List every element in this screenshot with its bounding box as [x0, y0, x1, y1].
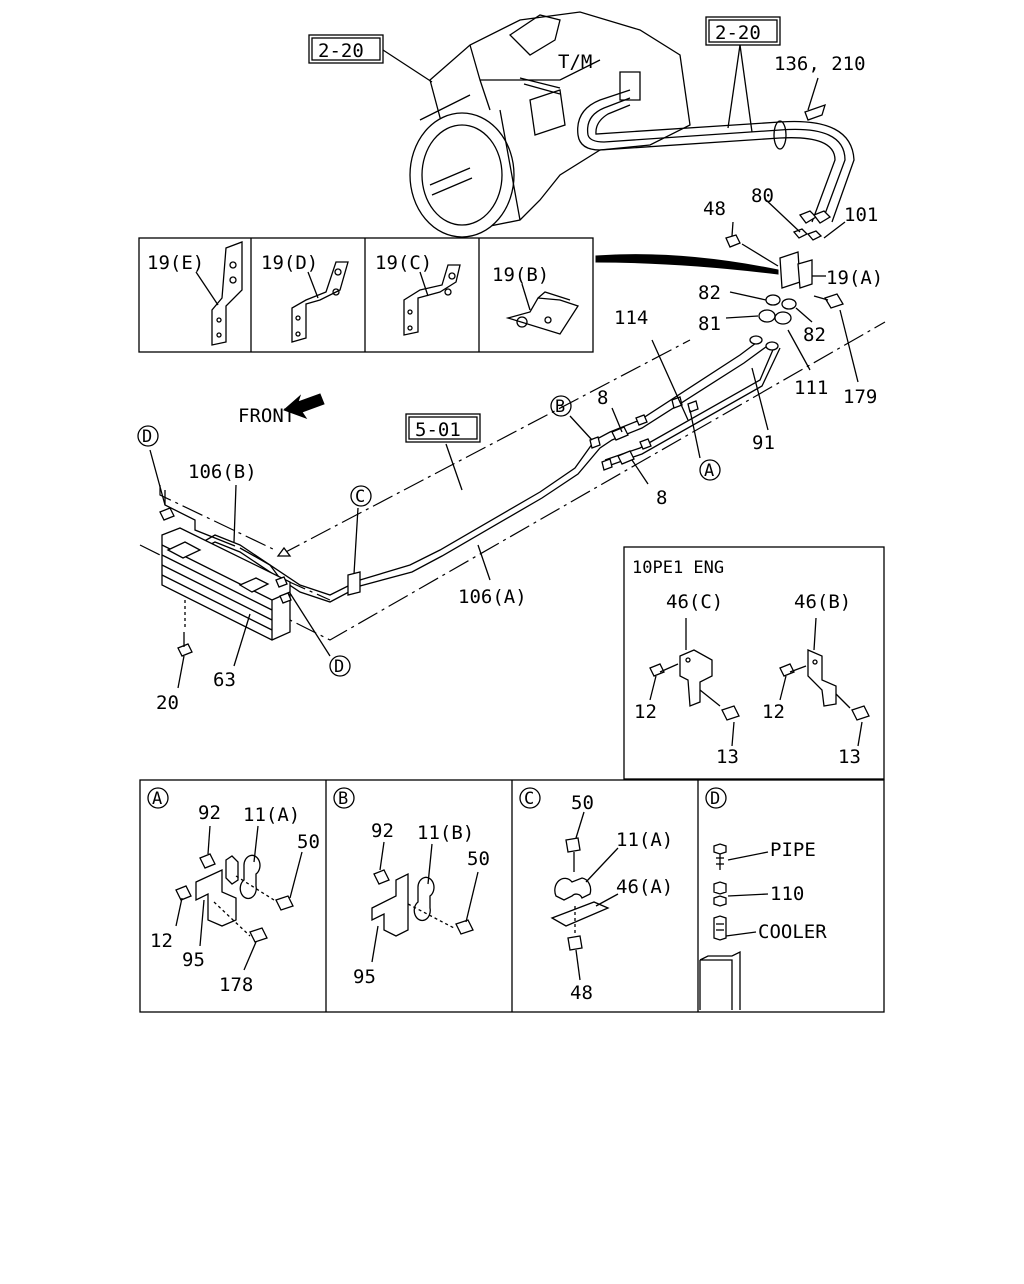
- part-101-label: 101: [844, 204, 878, 226]
- detail-c-46a-label: 46(A): [616, 876, 673, 898]
- part-81-label: 81: [698, 313, 721, 335]
- detail-c: [519, 787, 619, 981]
- detail-a-95-label: 95: [182, 949, 205, 971]
- part-114-label: 114: [614, 307, 648, 329]
- detail-b-tag: B: [338, 789, 348, 809]
- detail-a-92-label: 92: [198, 802, 221, 824]
- callout-d-bottom: D: [329, 655, 351, 677]
- detail-c-50-label: 50: [571, 792, 594, 814]
- callout-b: B: [550, 395, 572, 417]
- callout-a-label: A: [704, 461, 714, 481]
- part-82-right-label: 82: [803, 324, 826, 346]
- callout-c-label: C: [355, 487, 365, 507]
- part-136-210-label: 136, 210: [774, 53, 866, 75]
- part-20-label: 20: [156, 692, 179, 714]
- part-106b-label: 106(B): [188, 461, 257, 483]
- part-91-label: 91: [752, 432, 775, 454]
- bracket-pointer-arrow: [595, 254, 779, 275]
- part-63-label: 63: [213, 669, 236, 691]
- bracket-19e-label: 19(E): [147, 252, 204, 274]
- detail-d-tag: D: [710, 789, 720, 809]
- callout-b-label: B: [555, 397, 565, 417]
- detail-b: [333, 787, 479, 963]
- front-direction-arrow: [283, 393, 325, 419]
- detail-b-50-label: 50: [467, 848, 490, 870]
- tm-hoses: [577, 77, 855, 223]
- ref-2-20-right-label: 2-20: [715, 22, 761, 44]
- detail-d-pipe-label: PIPE: [770, 839, 816, 861]
- detail-b-95-label: 95: [353, 966, 376, 988]
- cooler-pipes: [149, 335, 781, 657]
- part-80-label: 80: [751, 185, 774, 207]
- callout-d-bottom-label: D: [334, 657, 344, 677]
- transmission-illustration: [409, 11, 691, 238]
- part-12-left-label: 12: [634, 701, 657, 723]
- bracket-19c-label: 19(C): [375, 252, 432, 274]
- engine-variant-box: [623, 546, 885, 780]
- ref-box-2-20-left: 2-20: [308, 34, 433, 83]
- callout-d-top: D: [137, 425, 159, 447]
- detail-b-92-label: 92: [371, 820, 394, 842]
- part-106a-label: 106(A): [458, 586, 527, 608]
- detail-d: [699, 787, 769, 1010]
- part-12-right-label: 12: [762, 701, 785, 723]
- detail-a-178-label: 178: [219, 974, 253, 996]
- part-46b-label: 46(B): [794, 591, 851, 613]
- bracket-19b-label: 19(B): [492, 264, 549, 286]
- ref-box-2-20-right: 2-20: [705, 16, 781, 133]
- part-13-left-label: 13: [716, 746, 739, 768]
- detail-b-11b-label: 11(B): [417, 822, 474, 844]
- detail-a-tag: A: [152, 789, 162, 809]
- part-19a-label: 19(A): [826, 267, 883, 289]
- detail-a: [147, 787, 303, 971]
- detail-a-11a-label: 11(A): [243, 804, 300, 826]
- detail-d-cooler-label: COOLER: [758, 921, 827, 943]
- detail-c-48-label: 48: [570, 982, 593, 1004]
- oil-cooler: [159, 507, 292, 689]
- front-label: FRONT: [238, 405, 295, 427]
- ref-2-20-left-label: 2-20: [318, 40, 364, 62]
- connector-cluster: [725, 198, 859, 383]
- callout-a: A: [699, 459, 721, 481]
- part-8-bottom-label: 8: [656, 487, 667, 509]
- part-179-label: 179: [843, 386, 877, 408]
- part-48-label: 48: [703, 198, 726, 220]
- detail-panels: [139, 779, 885, 1013]
- detail-d-110-label: 110: [770, 883, 804, 905]
- detail-a-12-label: 12: [150, 930, 173, 952]
- part-46c-label: 46(C): [666, 591, 723, 613]
- detail-c-11a-label: 11(A): [616, 829, 673, 851]
- callout-d-top-label: D: [142, 427, 152, 447]
- engine-box-title: 10PE1 ENG: [632, 558, 724, 578]
- part-13-right-label: 13: [838, 746, 861, 768]
- part-111-label: 111: [794, 377, 828, 399]
- bracket-19d-label: 19(D): [261, 252, 318, 274]
- part-82-left-label: 82: [698, 282, 721, 304]
- callout-c: C: [350, 485, 372, 507]
- ref-5-01-label: 5-01: [415, 419, 461, 441]
- bracket-variants-box: [138, 237, 594, 353]
- ref-box-5-01: 5-01: [405, 413, 481, 443]
- tm-label: T/M: [558, 51, 592, 73]
- part-8-top-label: 8: [597, 387, 608, 409]
- detail-c-tag: C: [524, 789, 534, 809]
- detail-a-50-label: 50: [297, 831, 320, 853]
